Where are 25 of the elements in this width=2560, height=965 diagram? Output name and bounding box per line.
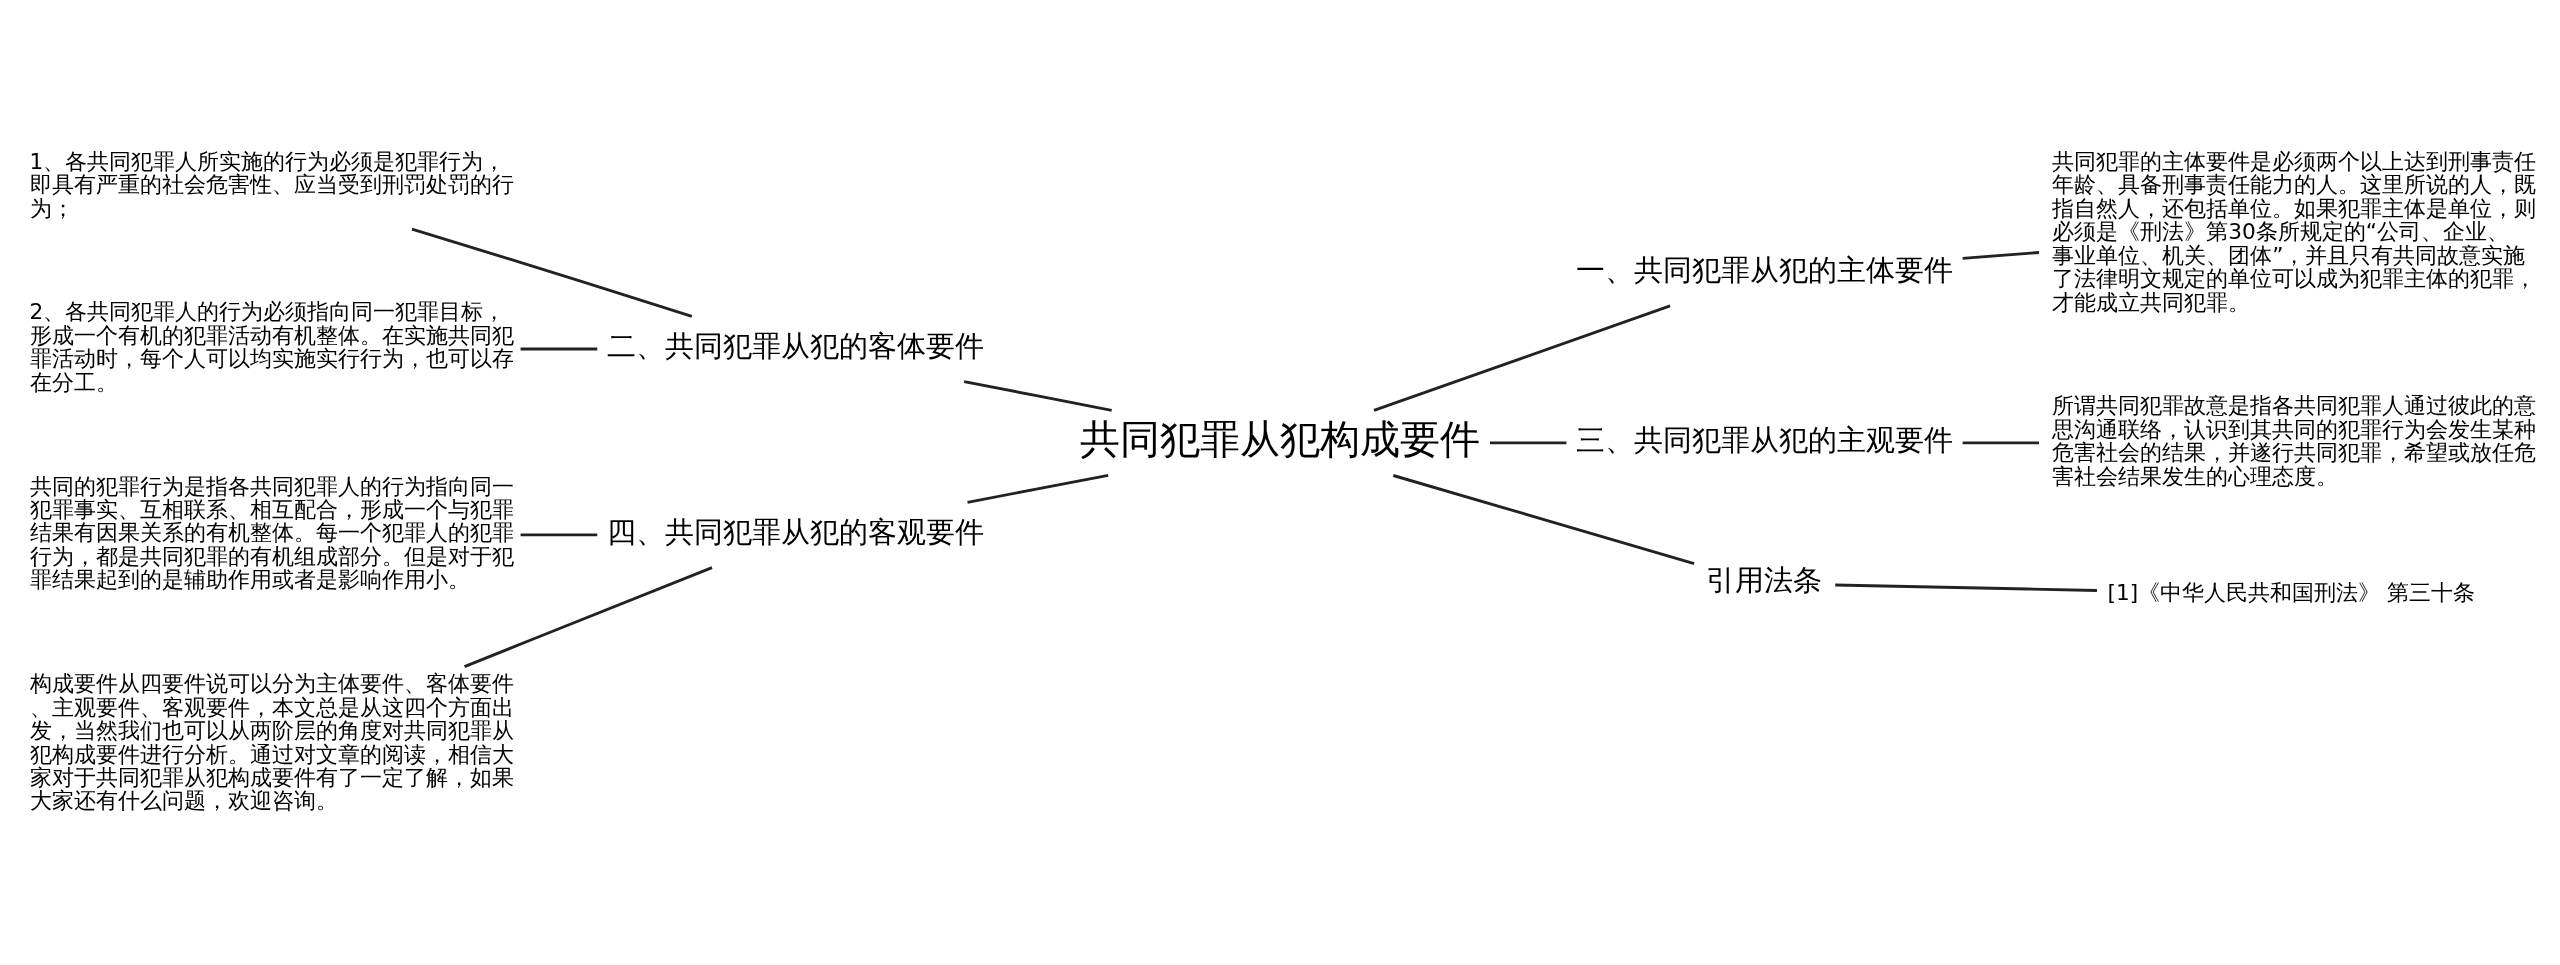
connector (411, 227, 693, 318)
connector (963, 379, 1112, 412)
node-text: 三、共同犯罪从犯的主观要件 (1575, 422, 1953, 457)
node-text: 2、各共同犯罪人的行为必须指向同一犯罪目标，形成一个有机的犯罪活动有机整体。在实施共同犯罪活动时，每个人可以均实施实行行为，也可以存在分工。 (29, 298, 514, 395)
connector (520, 532, 598, 536)
connector (1373, 304, 1671, 412)
node-text: [1]《中华人民共和国刑法》 第三十条 (2107, 579, 2476, 605)
connector (464, 565, 713, 668)
node-text: 所谓共同犯罪故意是指各共同犯罪人通过彼此的意思沟通联络，认识到其共同的犯罪行为会发生某种危害社会的结果，并遂行共同犯罪，希望或放任危害社会结果发生的心理态度。 (2052, 392, 2537, 489)
node-text: 四、共同犯罪从犯的客观要件 (607, 514, 985, 549)
connector (1392, 473, 1695, 565)
connector (967, 473, 1109, 504)
connector (1489, 440, 1567, 444)
node-text: 1、各共同犯罪人所实施的行为必须是犯罪行为，即具有严重的社会危害性、应当受到刑罚处罚的行为； (29, 148, 514, 221)
node-text: 构成要件从四要件说可以分为主体要件、客体要件、主观要件、客观要件，本文总是从这四个方面出发，当然我们也可以从两阶层的角度对共同犯罪从犯构成要件进行分析。通过对文章的阅读，相信大家对于共同犯罪从犯构成要件有了一定了解，如果大家还有什么问题，欢迎咨询。 (29, 670, 514, 813)
connector (1835, 583, 2097, 592)
connector (1962, 250, 2040, 260)
connector (520, 347, 598, 350)
node-text: 二、共同犯罪从犯的客体要件 (607, 328, 985, 363)
connector (1962, 440, 2039, 444)
node-text: 共同犯罪的主体要件是必须两个以上达到刑事责任年龄、具备刑事责任能力的人。这里所说的人，既指自然人，还包括单位。如果犯罪主体是单位，则必须是《刑法》第30条所规定的“公司、企业、事业单位、机关、团体”，并且只有共同故意实施了法律明文规定的单位可以成为犯罪主体的犯罪，才能成立共同犯罪。 (2052, 148, 2537, 314)
node-text: 一、共同犯罪从犯的主体要件 (1575, 252, 1953, 287)
node-text: 共同犯罪从犯构成要件 (1080, 415, 1480, 462)
node-text: 引用法条 (1706, 562, 1823, 597)
node-text: 共同的犯罪行为是指各共同犯罪人的行为指向同一犯罪事实、互相联系、相互配合，形成一个与犯罪结果有因果关系的有机整体。每一个犯罪人的犯罪行为，都是共同犯罪的有机组成部分。但是对于犯罪结果起到的是辅助作用或者是影响作用小。 (29, 473, 514, 592)
